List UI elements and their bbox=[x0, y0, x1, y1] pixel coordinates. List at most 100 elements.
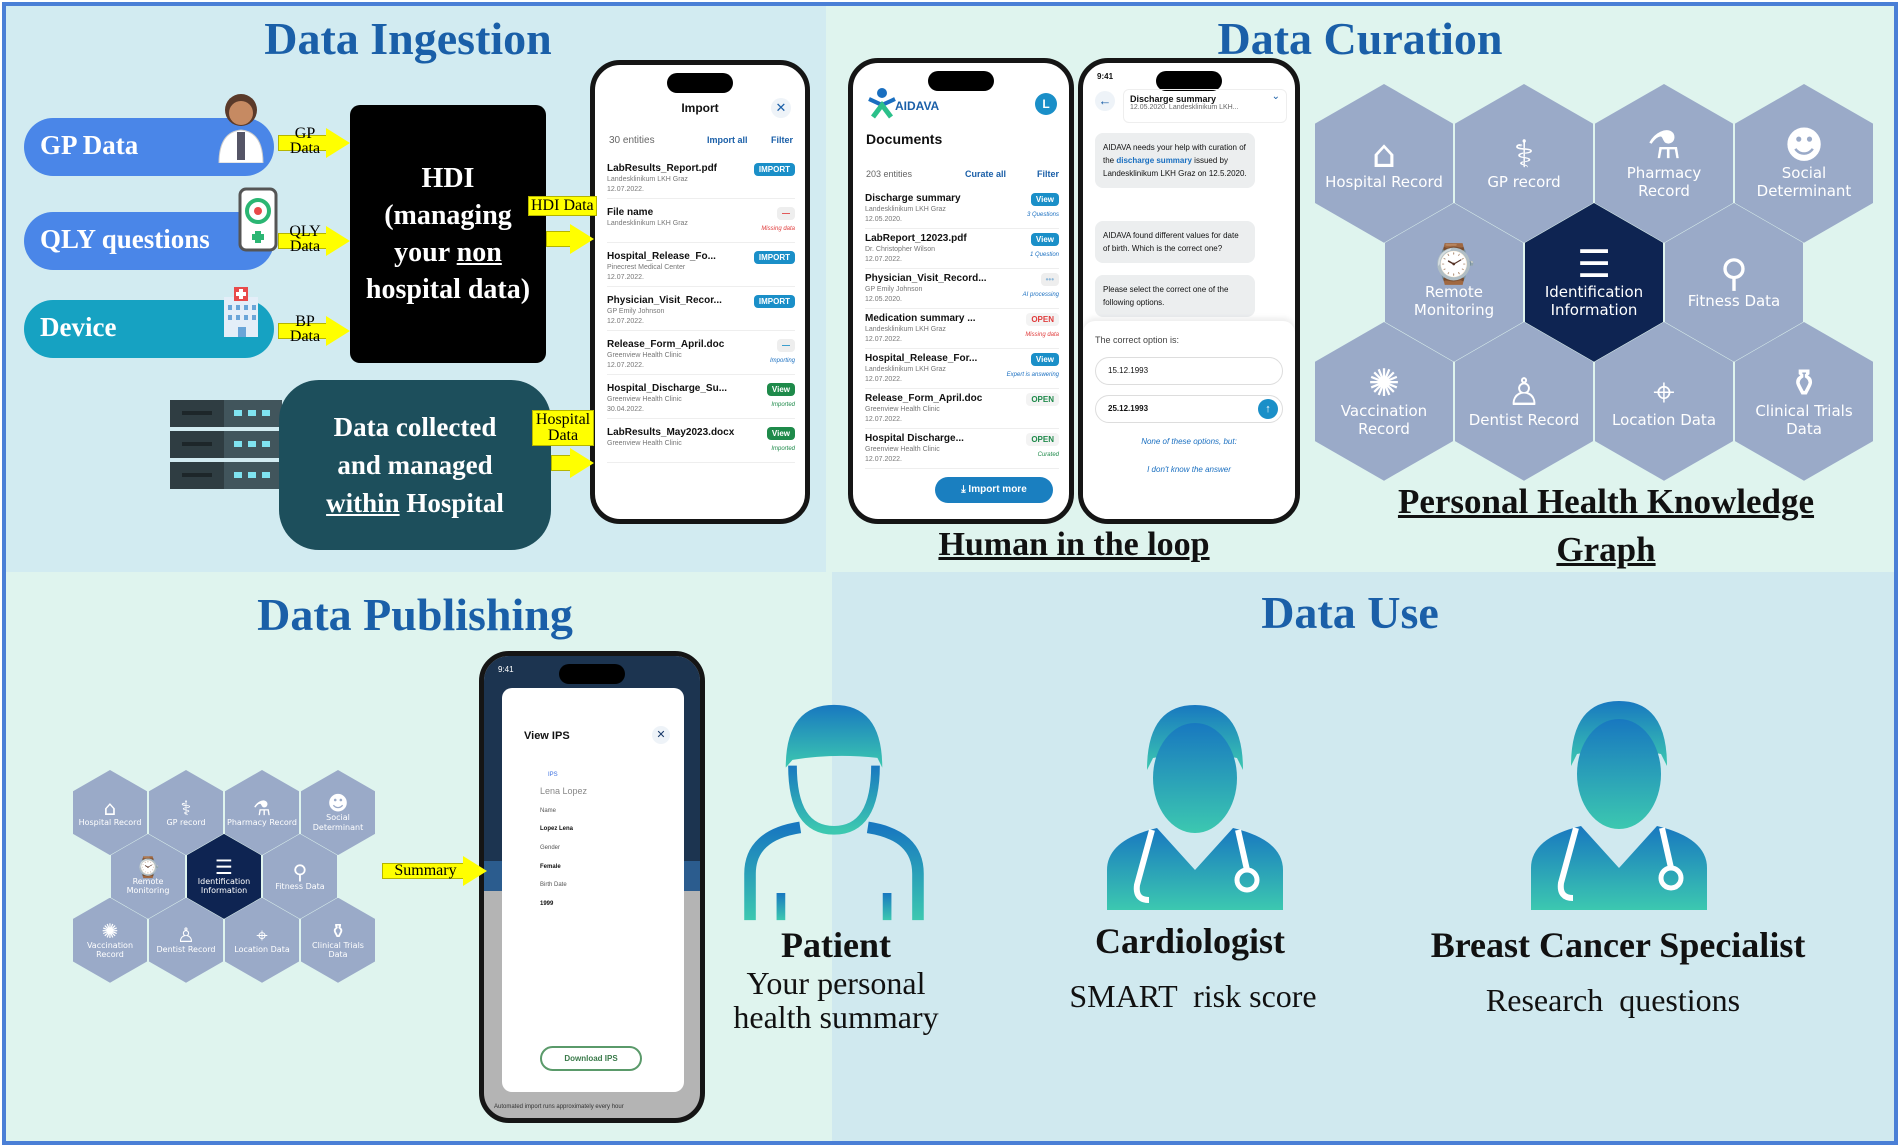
arrow-label: GP bbox=[294, 125, 316, 142]
hex-social-determinant: ☻Social Determinant bbox=[301, 770, 375, 856]
field-value: 1999 bbox=[540, 901, 554, 907]
filter-button[interactable]: Filter bbox=[770, 135, 793, 145]
document-action-button[interactable]: OPEN bbox=[1026, 393, 1059, 406]
fitness-data-icon: ⚲ bbox=[292, 859, 308, 884]
hex-identification-information: ☰Identification Information bbox=[187, 833, 261, 919]
source-qly-questions: QLY questions bbox=[24, 212, 274, 270]
document-action-button[interactable]: View bbox=[766, 383, 795, 396]
dont-know-link[interactable]: I don't know the answer bbox=[1147, 465, 1231, 474]
back-arrow-icon[interactable]: ← bbox=[1095, 91, 1115, 111]
document-action-button[interactable]: ••• bbox=[1040, 273, 1059, 286]
document-date: 12.07.2022. bbox=[865, 256, 902, 263]
panel-data-use bbox=[832, 572, 1894, 1141]
hex-fitness-data: ⚲Fitness Data bbox=[263, 833, 337, 919]
arrow-label: Summary bbox=[394, 862, 457, 879]
hdi-text: your non bbox=[394, 237, 502, 268]
option-button[interactable]: 15.12.1993 bbox=[1095, 357, 1283, 385]
screen-title: Documents bbox=[866, 131, 943, 147]
document-list-item[interactable]: Hospital_Discharge_Su...Greenview Health… bbox=[607, 379, 795, 419]
server-rack-icon bbox=[170, 400, 282, 489]
document-action-button[interactable]: View bbox=[766, 427, 795, 440]
hex-label: Remote Monitoring bbox=[1413, 283, 1495, 320]
aidava-logo-text: AIDAVA bbox=[895, 99, 940, 113]
document-name: Hospital_Release_For... bbox=[865, 353, 978, 364]
close-icon[interactable]: ✕ bbox=[652, 726, 670, 744]
document-status: AI processing bbox=[1022, 292, 1059, 298]
document-action-button[interactable]: OPEN bbox=[1026, 313, 1059, 326]
vaccination-record-icon: ✺ bbox=[1368, 361, 1400, 406]
document-date: 30.04.2022. bbox=[607, 406, 644, 413]
hex-label: Fitness Data bbox=[1687, 292, 1781, 311]
document-name: Hospital_Discharge_Su... bbox=[607, 383, 728, 394]
document-action-button[interactable]: IMPORT bbox=[753, 295, 795, 308]
doctor-icon bbox=[218, 94, 264, 163]
document-action-button[interactable]: OPEN bbox=[1026, 433, 1059, 446]
hex-clinical-trials-data: ⚱Clinical Trials Data bbox=[301, 897, 375, 983]
document-list-item[interactable]: Hospital Discharge...Greenview Health Cl… bbox=[865, 429, 1059, 469]
patient-name: Lena Lopez bbox=[540, 786, 588, 796]
hdi-data-arrow bbox=[546, 224, 594, 254]
import-more-button[interactable]: ⤓ Import more bbox=[935, 477, 1053, 503]
document-action-button[interactable]: View bbox=[1030, 193, 1059, 206]
social-determinant-icon: ☻ bbox=[327, 790, 349, 815]
arrow-label: Hospital Data bbox=[532, 410, 594, 446]
ips-label: IPS bbox=[548, 772, 558, 778]
document-status: Curated bbox=[1037, 452, 1059, 458]
field-label: Birth Date bbox=[540, 882, 567, 888]
option-button[interactable]: 25.12.1993↑ bbox=[1095, 395, 1283, 423]
document-date: 12.07.2022. bbox=[865, 456, 902, 463]
document-selector[interactable]: Discharge summary 12.05.2020. Landesklin… bbox=[1123, 89, 1287, 123]
none-of-these-link[interactable]: None of these options, but: bbox=[1141, 437, 1237, 446]
hospital-record-icon: ⌂ bbox=[103, 795, 117, 820]
chevron-down-icon: ⌄ bbox=[1271, 91, 1280, 102]
document-source: GP Emily Johnson bbox=[607, 308, 665, 315]
aidava-logo-icon bbox=[868, 88, 896, 119]
hex-label: Clinical Trials Data bbox=[1755, 402, 1853, 439]
document-status: 1 Question bbox=[1029, 252, 1059, 258]
hex-label: Location Data bbox=[234, 945, 290, 955]
document-action-button[interactable]: View bbox=[1030, 233, 1059, 246]
hex-label: Vaccination Record bbox=[1340, 402, 1428, 439]
document-list-item[interactable]: Hospital_Release_For...Landesklinikum LK… bbox=[865, 349, 1059, 389]
document-action-button[interactable]: IMPORT bbox=[753, 163, 795, 176]
arrow-label: HDI Data bbox=[528, 196, 597, 216]
download-ips-button[interactable]: Download IPS bbox=[540, 1046, 642, 1071]
document-list-item[interactable]: Hospital_Release_Fo...Pinecrest Medical … bbox=[607, 247, 795, 287]
source-label: GP Data bbox=[40, 130, 139, 160]
document-list-item[interactable]: Physician_Visit_Recor... GP Emily Johnson… bbox=[607, 291, 795, 331]
avatar[interactable]: L bbox=[1035, 93, 1057, 115]
hex-label: Identification Information bbox=[1544, 283, 1644, 320]
document-action-button[interactable]: IMPORT bbox=[753, 251, 795, 264]
document-date: 12.07.2022. bbox=[607, 362, 644, 369]
status-time: 9:41 bbox=[1097, 72, 1114, 81]
phone-notch bbox=[559, 664, 625, 684]
hex-label: GP record bbox=[166, 817, 206, 827]
documents-phone-screen: AIDAVA L Documents 203 entities Curate a… bbox=[848, 58, 1074, 524]
submit-arrow-icon[interactable]: ↑ bbox=[1258, 399, 1278, 419]
document-name: Physician_Visit_Recor... bbox=[607, 295, 722, 306]
curate-all-button[interactable]: Curate all bbox=[965, 169, 1007, 179]
document-action-button[interactable]: View bbox=[1030, 353, 1059, 366]
document-action-button[interactable]: — bbox=[777, 207, 795, 220]
import-all-button[interactable]: Import all bbox=[707, 135, 748, 145]
hex-dentist-record: ♙Dentist Record bbox=[149, 897, 223, 983]
document-source: Landesklinikum LKH Graz bbox=[607, 176, 688, 183]
close-icon[interactable]: ✕ bbox=[771, 98, 791, 118]
document-list-item[interactable]: Medication summary ...Landesklinikum LKH… bbox=[865, 309, 1059, 349]
hdi-text: hospital data) bbox=[365, 274, 531, 305]
knowledge-graph-title: Personal Health Knowledge bbox=[1397, 482, 1815, 521]
summary-arrow: Summary bbox=[382, 856, 487, 886]
document-list-item[interactable]: Physician_Visit_Record...GP Emily Johnso… bbox=[865, 269, 1059, 309]
document-action-button[interactable]: — bbox=[777, 339, 795, 352]
hex-label: GP record bbox=[1487, 173, 1561, 192]
filter-button[interactable]: Filter bbox=[1036, 169, 1059, 179]
